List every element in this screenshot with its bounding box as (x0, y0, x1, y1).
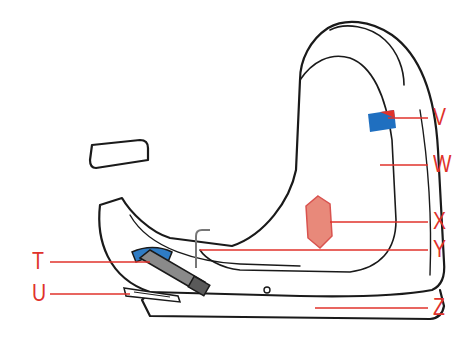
leader-line (200, 249, 428, 251)
warning-label (306, 196, 332, 248)
info-label (368, 110, 396, 132)
lock-off-detail (134, 292, 170, 297)
shell-hole (264, 287, 270, 293)
seat-shell (99, 22, 444, 297)
leader-line (388, 117, 428, 119)
tether-strap (196, 230, 210, 268)
callout-letter: U (32, 282, 46, 305)
callout-letter: Z (433, 296, 445, 319)
lock-off-clip (124, 288, 180, 302)
callout-letter: W (433, 153, 451, 176)
callout-letter: Y (433, 238, 446, 261)
callout-letter: T (32, 250, 44, 273)
leader-line (380, 164, 428, 166)
leader-line (50, 293, 130, 295)
callout-letter: X (433, 210, 446, 233)
leader-line (50, 261, 150, 263)
headrest (330, 26, 404, 85)
belt-buckle (188, 276, 210, 295)
armrest (90, 140, 148, 168)
leader-line (330, 221, 428, 223)
info-label-corner (380, 110, 395, 118)
callout-letter: V (433, 106, 446, 129)
leader-line (315, 307, 428, 309)
seat-pad (200, 56, 396, 272)
